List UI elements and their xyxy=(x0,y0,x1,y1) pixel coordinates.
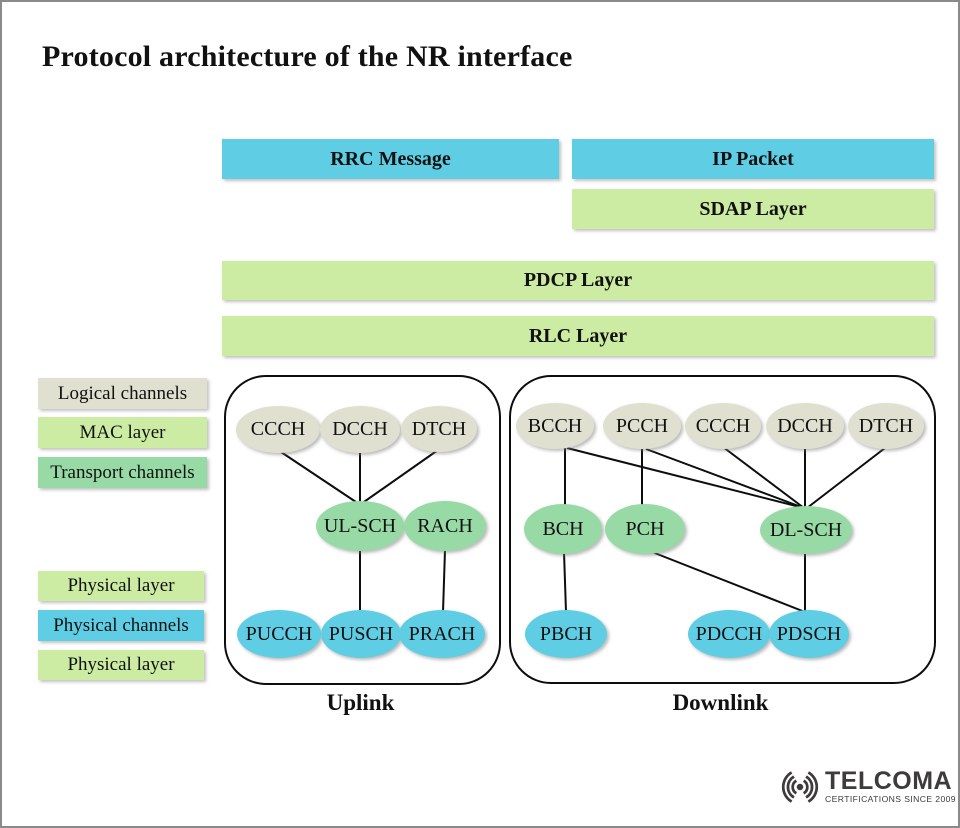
telcoma-logo: TELCOMA CERTIFICATIONS SINCE 2009 xyxy=(778,769,956,804)
downlink-transport-bch: BCH xyxy=(524,504,602,554)
label-mac-layer: MAC layer xyxy=(38,417,207,448)
radio-waves-icon xyxy=(781,770,819,803)
downlink-logical-dcch: DCCH xyxy=(766,403,844,449)
rlc-layer-bar: RLC Layer xyxy=(222,316,934,356)
downlink-caption: Downlink xyxy=(672,690,769,715)
downlink-physical-pbch: PBCH xyxy=(525,610,607,658)
uplink-logical-ccch: CCCH xyxy=(236,406,320,453)
downlink-transport-dl-sch: DL-SCH xyxy=(760,506,852,554)
page-title: Protocol architecture of the NR interfac… xyxy=(42,40,573,73)
downlink-transport-pch: PCH xyxy=(605,504,685,554)
logo-brand-text: TELCOMA xyxy=(825,767,953,795)
uplink-physical-pusch: PUSCH xyxy=(321,610,401,658)
uplink-box xyxy=(224,375,501,685)
sdap-layer-bar: SDAP Layer xyxy=(572,189,934,229)
label-transport-channels: Transport channels xyxy=(38,457,207,488)
uplink-physical-pucch: PUCCH xyxy=(237,610,321,658)
uplink-physical-prach: PRACH xyxy=(399,610,485,658)
label-logical-channels: Logical channels xyxy=(38,378,207,409)
downlink-logical-pcch: PCCH xyxy=(603,403,681,449)
downlink-physical-pdsch: PDSCH xyxy=(769,610,849,658)
uplink-transport-ul-sch: UL-SCH xyxy=(316,501,404,551)
rrc-message-bar: RRC Message xyxy=(222,139,559,179)
uplink-transport-rach: RACH xyxy=(404,501,486,551)
ip-packet-bar: IP Packet xyxy=(572,139,934,179)
uplink-logical-dtch: DTCH xyxy=(401,406,477,452)
pdcp-layer-bar: PDCP Layer xyxy=(222,261,934,300)
downlink-logical-ccch: CCCH xyxy=(685,403,761,449)
logo-text-block: TELCOMA CERTIFICATIONS SINCE 2009 xyxy=(825,767,956,805)
label-physical-channels: Physical channels xyxy=(38,610,204,641)
downlink-logical-dtch: DTCH xyxy=(848,403,924,449)
downlink-box xyxy=(509,375,936,684)
downlink-logical-bcch: BCCH xyxy=(516,403,594,449)
uplink-caption: Uplink xyxy=(326,690,395,715)
downlink-physical-pdcch: PDCCH xyxy=(688,610,770,658)
logo-tagline-text: CERTIFICATIONS SINCE 2009 xyxy=(825,794,956,804)
label-physical-layer-top: Physical layer xyxy=(38,571,204,601)
label-physical-layer-bottom: Physical layer xyxy=(38,650,204,680)
uplink-logical-dcch: DCCH xyxy=(320,406,400,453)
